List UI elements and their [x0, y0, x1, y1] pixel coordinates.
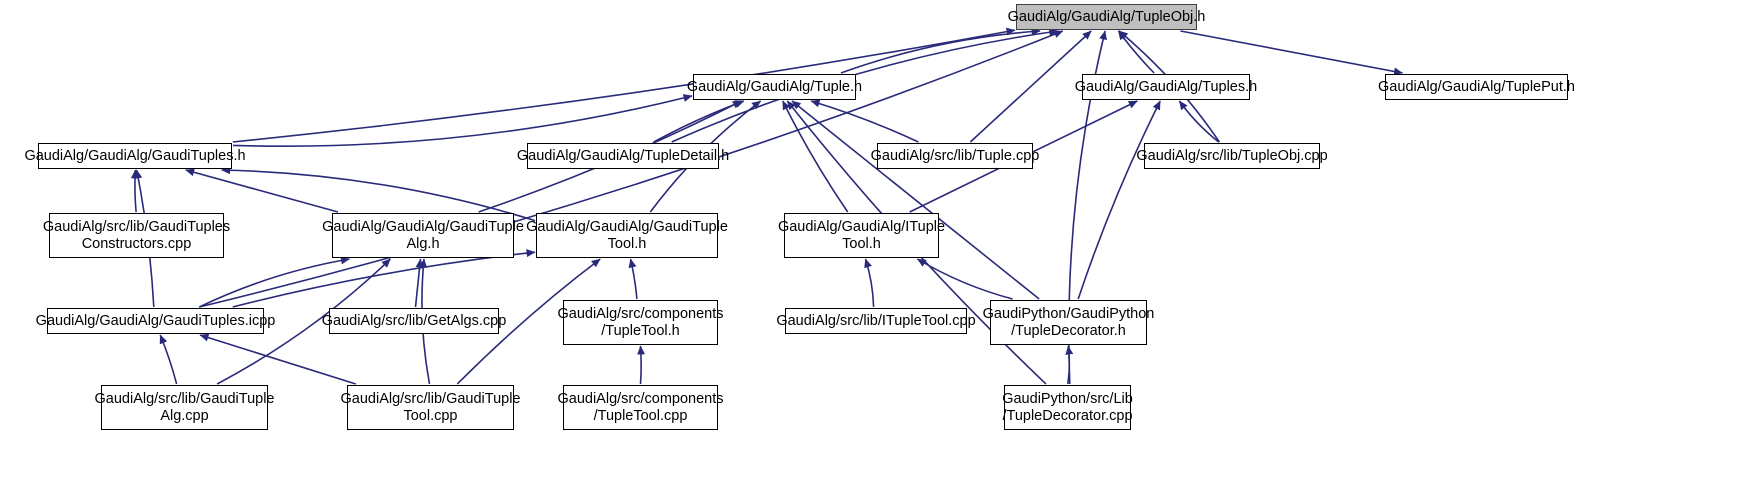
graph-node-label: GaudiAlg/src/lib/Tuple.cpp	[870, 147, 1040, 164]
graph-node-label: GaudiAlg/GaudiAlg/TupleObj.h	[1007, 8, 1206, 25]
graph-node-n14[interactable]: GaudiAlg/src/components/TupleTool.h	[557, 300, 724, 345]
graph-edge-n16-n11	[916, 258, 1013, 300]
graph-edge-n19-n14	[637, 345, 646, 385]
graph-edge-n11-n2	[781, 100, 849, 213]
graph-node-label: /TupleTool.h	[601, 322, 680, 339]
graph-node-label: Constructors.cpp	[81, 235, 192, 252]
graph-node-label: GaudiAlg/GaudiAlg/GaudiTuples.h	[24, 147, 246, 164]
graph-node-n20[interactable]: GaudiPython/src/Lib/TupleDecorator.cpp	[1002, 385, 1133, 430]
graph-node-n0[interactable]: GaudiAlg/GaudiAlg/TupleObj.h	[1008, 4, 1205, 30]
graph-node-label: Tool.cpp	[403, 407, 458, 424]
graph-node-label: GaudiAlg/GaudiAlg/GaudiTuples.icpp	[35, 312, 276, 329]
graph-node-n3[interactable]: GaudiAlg/GaudiAlg/Tuples.h	[1075, 74, 1257, 100]
graph-node-label: GaudiAlg/GaudiAlg/TuplePut.h	[1378, 78, 1575, 95]
graph-node-label: GaudiAlg/src/components	[557, 305, 724, 322]
graph-edge-n6-n0	[969, 30, 1092, 143]
graph-node-n6[interactable]: GaudiAlg/src/lib/Tuple.cpp	[871, 143, 1039, 169]
graph-node-label: Alg.cpp	[160, 407, 209, 424]
graph-node-label: Tool.h	[607, 235, 647, 252]
graph-node-n2[interactable]: GaudiAlg/GaudiAlg/Tuple.h	[687, 74, 862, 100]
graph-node-label: GaudiAlg/src/lib/GaudiTuple	[340, 390, 521, 407]
graph-edge-n0-n1	[1180, 30, 1403, 76]
graph-node-label: GaudiAlg/GaudiAlg/Tuple.h	[686, 78, 863, 95]
graph-edge-n4-n0	[232, 27, 1016, 143]
graph-edge-n20-n16	[1065, 345, 1074, 385]
graph-node-label: GaudiAlg/GaudiAlg/GaudiTuple	[322, 218, 524, 235]
graph-edge-n12-n9	[198, 256, 350, 308]
graph-node-label: GaudiAlg/src/lib/GetAlgs.cpp	[321, 312, 507, 329]
graph-edge-n12-n10	[232, 249, 536, 308]
graph-edge-n3-n0	[1117, 30, 1155, 74]
graph-node-n7[interactable]: GaudiAlg/src/lib/TupleObj.cpp	[1136, 143, 1328, 169]
graph-edge-n14-n10	[628, 258, 638, 300]
graph-edge-n15-n11	[864, 258, 875, 308]
graph-node-label: GaudiAlg/src/components	[557, 390, 724, 407]
graph-node-n16[interactable]: GaudiPython/GaudiPython/TupleDecorator.h	[983, 300, 1154, 345]
graph-node-label: GaudiAlg/src/lib/GaudiTuples	[42, 218, 231, 235]
graph-edge-n8-n4	[130, 169, 139, 213]
graph-node-n1[interactable]: GaudiAlg/GaudiAlg/TuplePut.h	[1378, 74, 1575, 100]
graph-edge-n16-n3	[1077, 100, 1161, 300]
graph-node-n13[interactable]: GaudiAlg/src/lib/GetAlgs.cpp	[322, 308, 506, 334]
graph-node-label: /TupleDecorator.h	[1011, 322, 1126, 339]
graph-node-label: GaudiAlg/GaudiAlg/GaudiTuple	[526, 218, 728, 235]
graph-node-label: GaudiAlg/src/lib/TupleObj.cpp	[1136, 147, 1328, 164]
graph-node-n19[interactable]: GaudiAlg/src/components/TupleTool.cpp	[557, 385, 724, 430]
graph-edge-n18-n12	[199, 333, 357, 385]
graph-node-label: GaudiAlg/GaudiAlg/TupleDetail.h	[516, 147, 730, 164]
graph-node-n12[interactable]: GaudiAlg/GaudiAlg/GaudiTuples.icpp	[36, 308, 275, 334]
graph-node-label: GaudiPython/src/Lib	[1002, 390, 1133, 407]
graph-node-n5[interactable]: GaudiAlg/GaudiAlg/TupleDetail.h	[517, 143, 729, 169]
graph-edge-n9-n4	[185, 168, 339, 213]
graph-node-n15[interactable]: GaudiAlg/src/lib/ITupleTool.cpp	[776, 308, 976, 334]
graph-node-label: GaudiAlg/src/lib/GaudiTuple	[94, 390, 275, 407]
graph-node-label: GaudiAlg/src/lib/ITupleTool.cpp	[776, 312, 976, 329]
graph-edge-n4-n2	[232, 94, 693, 147]
graph-node-n4[interactable]: GaudiAlg/GaudiAlg/GaudiTuples.h	[24, 143, 246, 169]
graph-node-label: Tool.h	[842, 235, 881, 252]
graph-edge-n5-n2	[653, 100, 745, 143]
graph-edge-n6-n2	[810, 99, 919, 143]
graph-edge-n16-n2	[791, 100, 1040, 300]
graph-node-label: GaudiAlg/GaudiAlg/ITuple	[777, 218, 946, 235]
graph-edge-n12-n0	[199, 30, 1064, 308]
graph-node-label: Alg.h	[406, 235, 440, 252]
graph-node-label: GaudiAlg/GaudiAlg/Tuples.h	[1074, 78, 1258, 95]
graph-node-label: GaudiPython/GaudiPython	[982, 305, 1155, 322]
graph-edge-n7-n3	[1178, 100, 1220, 143]
graph-edge-n17-n12	[159, 334, 178, 385]
graph-edge-n2-n0	[840, 27, 1041, 74]
graph-node-label: /TupleDecorator.cpp	[1002, 407, 1133, 424]
graph-node-label: /TupleTool.cpp	[593, 407, 688, 424]
graph-edge-n13-n9	[414, 258, 424, 308]
